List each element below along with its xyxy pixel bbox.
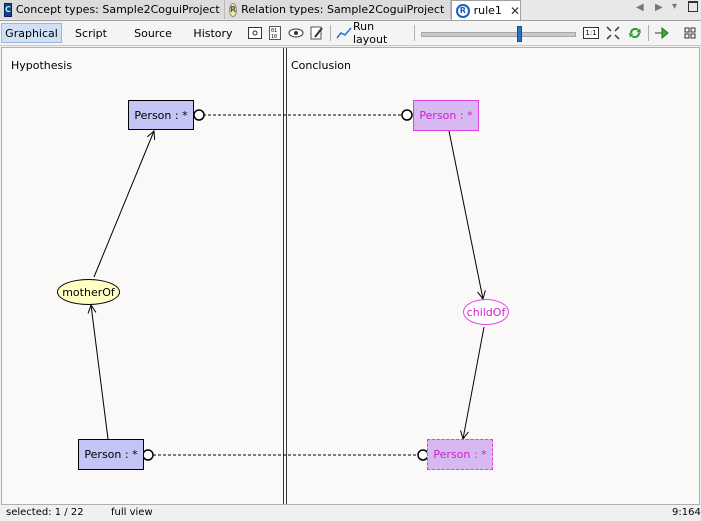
image-icon[interactable]	[246, 24, 264, 42]
tab-concept-types[interactable]: C Concept types: Sample2CoguiProject ✕	[0, 0, 238, 19]
grid-icon[interactable]	[681, 24, 699, 42]
tab-label: rule1	[473, 4, 502, 17]
coref-port-top-left	[193, 109, 205, 121]
conclusion-label: Conclusion	[291, 59, 351, 72]
minimize-icon[interactable]: ▾	[672, 1, 678, 12]
tab-rule1[interactable]: R rule1 ✕	[451, 0, 521, 20]
selection-count: selected: 1 / 22	[6, 507, 84, 518]
edge-motherof-to-person-top	[93, 131, 154, 278]
toolbar-divider	[648, 25, 649, 41]
relation-node-childof[interactable]: childOf	[463, 299, 509, 325]
history-tab-button[interactable]: History	[193, 26, 233, 40]
coref-port-top-right	[401, 109, 413, 121]
hypothesis-label: Hypothesis	[11, 59, 73, 72]
tab-scroll-left-icon[interactable]: ◀	[636, 2, 644, 13]
editor-tab-bar: C Concept types: Sample2CoguiProject ✕ R…	[0, 0, 701, 21]
close-icon[interactable]: ✕	[509, 3, 520, 18]
concept-node-person-top-conclusion[interactable]: Person : *	[413, 100, 479, 131]
run-layout-button[interactable]: Run layout	[353, 20, 388, 46]
edge-person-top-to-childof	[448, 130, 483, 299]
view-mode: full view	[111, 507, 153, 518]
toolbar-divider	[414, 25, 415, 41]
concept-node-person-bottom-conclusion[interactable]: Person : *	[427, 439, 493, 470]
edge-childof-to-person-bottom	[463, 326, 485, 439]
edge-person-bottom-to-motherof	[91, 305, 109, 440]
graph-canvas[interactable]: Hypothesis Conclusion Person : * motherO…	[1, 47, 700, 505]
tab-scroll-right-icon[interactable]: ▶	[655, 2, 663, 13]
relation-types-icon: R	[229, 2, 238, 17]
coref-port-bottom-left	[142, 449, 154, 461]
tab-label: Concept types: Sample2CoguiProject	[15, 3, 220, 16]
zoom-slider[interactable]	[421, 26, 576, 42]
concept-node-person-top[interactable]: Person : *	[128, 100, 194, 130]
svg-text:01: 01	[271, 28, 277, 34]
actual-size-icon[interactable]: 1:1	[583, 27, 599, 39]
layout-options-icon[interactable]	[653, 24, 671, 42]
tab-relation-types[interactable]: R Relation types: Sample2CoguiProject ✕	[225, 0, 462, 19]
toolbar-divider	[330, 25, 331, 41]
script-tab-button[interactable]: Script	[75, 26, 107, 40]
source-tab-button[interactable]: Source	[134, 26, 172, 40]
svg-text:10: 10	[271, 34, 277, 40]
refresh-icon[interactable]	[626, 24, 644, 42]
concept-node-person-bottom[interactable]: Person : *	[78, 439, 144, 470]
cursor-position: 9:164	[672, 507, 701, 518]
maximize-icon[interactable]	[688, 1, 698, 12]
graph-edges	[2, 109, 701, 461]
relation-node-motherof[interactable]: motherOf	[57, 279, 120, 305]
tab-label: Relation types: Sample2CoguiProject	[241, 3, 445, 16]
fit-to-window-icon[interactable]	[604, 24, 622, 42]
hypothesis-conclusion-divider[interactable]	[283, 48, 287, 504]
concept-types-icon: C	[4, 2, 12, 17]
eye-icon[interactable]	[287, 24, 305, 42]
run-layout-icon[interactable]	[335, 24, 353, 42]
edit-icon[interactable]	[308, 24, 326, 42]
rule-icon: R	[456, 3, 470, 18]
graphical-tab-button[interactable]: Graphical	[1, 23, 62, 43]
status-bar: selected: 1 / 22 full view 9:164	[0, 505, 701, 521]
zoom-slider-thumb[interactable]	[517, 26, 522, 42]
